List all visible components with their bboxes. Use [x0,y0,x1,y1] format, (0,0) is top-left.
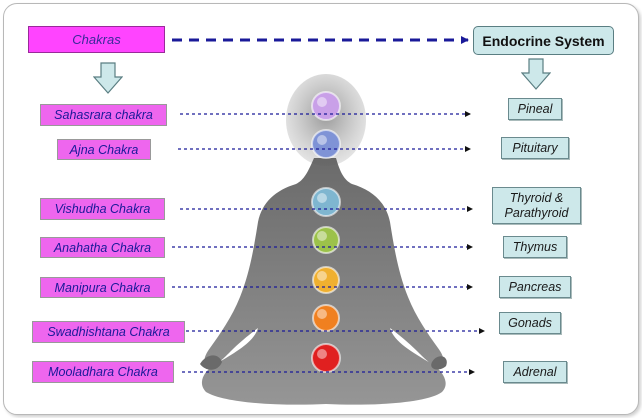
chakra-sphere-ajna [311,129,341,159]
gland-box-pancreas: Pancreas [499,276,571,298]
gland-box-adrenal: Adrenal [503,361,567,383]
hand-right [431,356,447,370]
chakra-sphere-highlight [317,231,327,241]
hand-left [200,355,222,370]
chakra-sphere-highlight [317,271,327,281]
gland-box-pituitary: Pituitary [501,137,569,159]
chakra-sphere-highlight [317,97,327,107]
chakra-sphere-sahasrara [311,91,341,121]
chakra-sphere-highlight [317,349,327,359]
chakra-sphere-highlight [317,309,327,319]
meditating-figure [200,74,447,405]
chakra-box-anahatha: Anahatha Chakra [40,237,165,258]
chakra-sphere-anahatha [312,226,340,254]
endocrine-down-arrow [521,58,551,90]
chakra-sphere-highlight [317,135,327,145]
chakra-box-ajna: Ajna Chakra [57,139,151,160]
gland-box-thyroid: Thyroid & Parathyroid [492,187,581,224]
gland-box-thymus: Thymus [503,236,567,258]
gland-box-pineal: Pineal [508,98,562,120]
chakras-header: Chakras [28,26,165,53]
chakra-box-manipura: Manipura Chakra [40,277,165,298]
chakras-down-arrow [93,62,123,94]
endocrine-system-header: Endocrine System [473,26,614,55]
chakra-box-vishudha: Vishudha Chakra [40,198,165,220]
chakra-box-swadhishtana: Swadhishtana Chakra [32,321,185,343]
chakra-box-mooladhara: Mooladhara Chakra [32,361,174,383]
chakra-sphere-manipura [312,266,340,294]
gland-box-gonads: Gonads [499,312,561,334]
chakra-box-sahasrara: Sahasrara chakra [40,104,167,126]
chakra-sphere-highlight [317,193,327,203]
